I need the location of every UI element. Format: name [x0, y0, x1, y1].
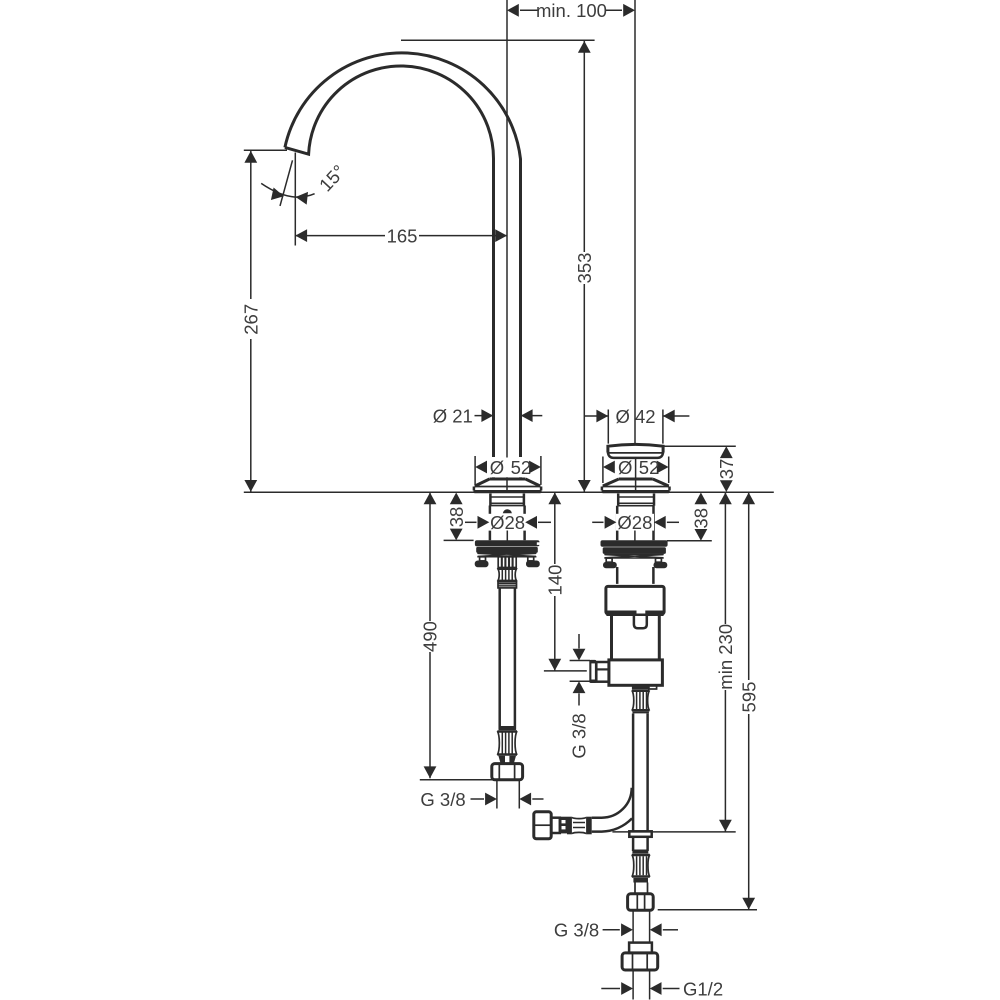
svg-text:52: 52: [511, 457, 532, 478]
svg-text:38: 38: [446, 507, 467, 528]
svg-text:37: 37: [716, 459, 737, 480]
svg-text:min 230: min 230: [715, 624, 736, 690]
svg-text:Ø 42: Ø 42: [615, 406, 655, 427]
svg-text:Ø 21: Ø 21: [433, 405, 473, 426]
svg-text:52: 52: [639, 457, 660, 478]
svg-text:140: 140: [544, 565, 565, 596]
svg-text:G 3/8: G 3/8: [554, 920, 599, 941]
svg-text:min. 100: min. 100: [536, 0, 607, 21]
svg-text:165: 165: [387, 226, 418, 247]
svg-text:267: 267: [240, 304, 261, 335]
svg-text:353: 353: [574, 253, 595, 284]
svg-text:595: 595: [738, 682, 759, 713]
svg-text:Ø28: Ø28: [617, 512, 652, 533]
svg-text:G1/2: G1/2: [683, 978, 723, 999]
svg-text:Ø28: Ø28: [490, 512, 525, 533]
svg-text:Ø: Ø: [618, 457, 632, 478]
svg-text:490: 490: [420, 621, 441, 652]
svg-text:G 3/8: G 3/8: [569, 713, 590, 758]
svg-text:38: 38: [691, 508, 712, 529]
svg-text:G 3/8: G 3/8: [420, 789, 465, 810]
svg-text:Ø: Ø: [490, 457, 504, 478]
